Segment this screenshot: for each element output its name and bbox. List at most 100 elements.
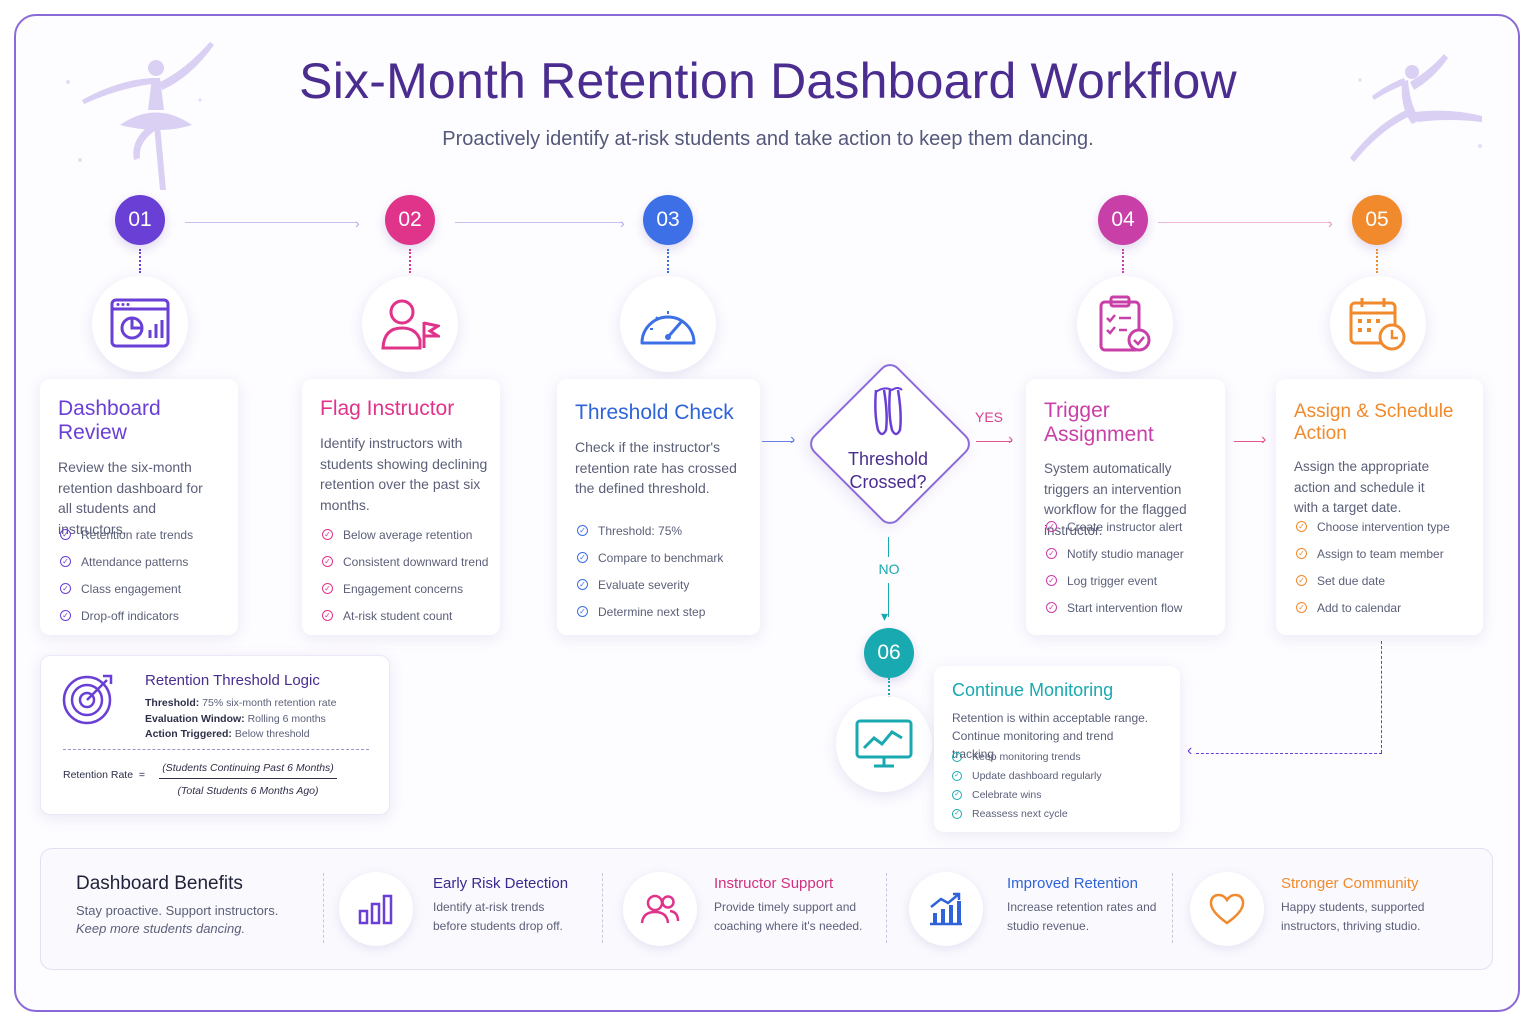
formula-fraction-bar [159,778,337,779]
step-card-trigger-assignment: Trigger Assignment System automatically … [1026,379,1225,635]
arrow-left-icon: ‹ [1187,742,1193,759]
dashboard-chart-icon [110,298,170,348]
dancer-left-icon [66,42,214,190]
monitoring-checklist: ✓Keep monitoring trends ✓Update dashboar… [952,747,1102,823]
step-checklist: ✓Threshold: 75% ✓Compare to benchmark ✓E… [577,517,723,625]
benefits-line-1: Stay proactive. Support instructors. [76,903,279,918]
list-item: ✓Update dashboard regularly [952,766,1102,785]
dancer-right-icon [1350,54,1482,162]
check-circle-icon: ✓ [952,770,962,781]
arrow-head-icon: › [1328,215,1333,231]
check-circle-icon: ✓ [1296,602,1307,613]
page-frame [14,14,1520,1012]
check-circle-icon: ✓ [1046,521,1057,532]
step-description: System automatically triggers an interve… [1044,461,1187,538]
step-card-threshold-check: Threshold Check Check if the instructor'… [557,379,760,635]
logic-divider [63,749,369,750]
benefits-divider [323,873,324,943]
list-item: ✓Add to calendar [1296,594,1450,621]
step-title: Trigger Assignment [1044,399,1154,446]
list-item: ✓Choose intervention type [1296,513,1450,540]
monitoring-card: Continue Monitoring Retention is within … [934,666,1180,832]
check-circle-icon: ✓ [322,583,333,594]
list-item: ✓Keep monitoring trends [952,747,1102,766]
formula-label: Retention Rate = [63,769,146,781]
list-item: ✓Create instructor alert [1046,513,1184,540]
list-item: ✓Celebrate wins [952,785,1102,804]
list-item: ✓Compare to benchmark [577,544,723,571]
connector-04-05-card [1234,441,1264,442]
benefit-title: Instructor Support [714,875,834,892]
list-item: ✓Attendance patterns [60,548,193,575]
logic-row: Evaluation Window: Rolling 6 months [145,712,326,725]
step-title: Assign & Schedule Action [1294,401,1454,444]
return-connector-vertical [1381,641,1382,753]
benefit-icon-circle [909,872,983,946]
step-checklist: ✓Choose intervention type ✓Assign to tea… [1296,513,1450,621]
check-circle-icon: ✓ [1046,602,1057,613]
step-icon-05 [1330,276,1426,372]
list-item: ✓Set due date [1296,567,1450,594]
benefit-title: Stronger Community [1281,875,1419,892]
decision-label: Threshold Crossed? [847,449,929,492]
user-flag-icon [381,299,440,350]
gauge-icon [640,311,696,345]
check-circle-icon: ✓ [60,529,71,540]
connector-03-decision [762,441,794,442]
benefits-divider [602,873,603,943]
step-description: Review the six-month retention dashboard… [58,459,203,537]
arrow-head-icon: › [1261,431,1267,448]
list-item: ✓Class engagement [60,575,193,602]
arrow-head-icon: › [790,431,796,448]
check-circle-icon: ✓ [322,610,333,621]
benefits-divider [1172,873,1173,943]
threshold-logic-panel: Retention Threshold Logic Threshold: 75%… [40,655,390,815]
page-subtitle: Proactively identify at-risk students an… [442,128,1094,150]
monitor-trend-icon [855,719,913,768]
check-circle-icon: ✓ [1296,521,1307,532]
arrow-head-icon: › [1008,431,1014,448]
check-circle-icon: ✓ [1296,575,1307,586]
logic-title: Retention Threshold Logic [145,672,320,689]
dotted-connector [139,249,141,273]
check-circle-icon: ✓ [322,556,333,567]
list-item: ✓Log trigger event [1046,567,1184,594]
benefits-divider [886,873,887,943]
logic-row: Threshold: 75% six-month retention rate [145,697,337,709]
step-icon-03 [620,276,716,372]
step-description: Check if the instructor's retention rate… [575,439,737,496]
return-connector-horizontal [1196,753,1382,754]
connector-02-03 [455,222,623,223]
list-item: ✓Engagement concerns [322,575,488,602]
list-item: ✓Assign to team member [1296,540,1450,567]
ballet-shoes-icon [874,387,903,436]
step-number-03: 03 [643,195,693,245]
list-item: ✓At-risk student count [322,602,488,629]
dotted-connector [409,249,411,273]
benefit-icon-circle [623,872,697,946]
list-item: ✓Determine next step [577,598,723,625]
bar-chart-icon [358,894,393,925]
decision-no-label: NO [878,561,900,577]
step-icon-04 [1077,276,1173,372]
check-circle-icon: ✓ [577,579,588,590]
check-circle-icon: ✓ [1296,548,1307,559]
list-item: ✓Reassess next cycle [952,804,1102,823]
step-description: Assign the appropriate action and schedu… [1294,459,1430,515]
benefits-panel: Dashboard Benefits Stay proactive. Suppo… [40,848,1493,970]
step-card-dashboard-review: Dashboard Review Review the six-month re… [40,379,238,635]
step-title: Flag Instructor [320,397,455,420]
list-item: ✓Below average retention [322,521,488,548]
step-number-05: 05 [1352,195,1402,245]
check-circle-icon: ✓ [577,606,588,617]
step-checklist: ✓Retention rate trends ✓Attendance patte… [60,521,193,629]
check-circle-icon: ✓ [952,751,962,762]
step-number-04: 04 [1098,195,1148,245]
step-icon-01 [92,276,188,372]
check-circle-icon: ✓ [60,583,71,594]
step-card-flag-instructor: Flag Instructor Identify instructors wit… [302,379,500,635]
step-icon-06 [836,696,932,792]
page-title: Six-Month Retention Dashboard Workflow [299,53,1237,109]
